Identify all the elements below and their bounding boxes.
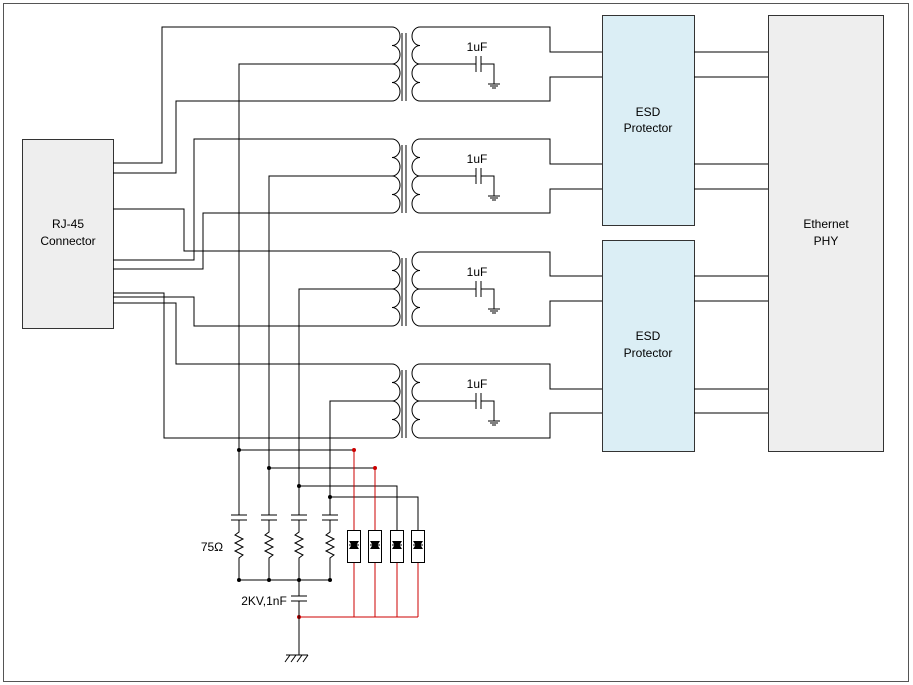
esd-top-label-line2: Protector <box>624 121 673 135</box>
tvs-diode-2 <box>368 530 382 563</box>
esd-protector-top: ESD Protector <box>602 15 695 226</box>
cap-1uF-4 <box>475 393 500 426</box>
rj45-connector-block: RJ-45 Connector <box>22 139 114 329</box>
phy-label-line1: Ethernet <box>803 217 849 231</box>
secondary-wires <box>420 26 602 439</box>
esd-to-phy-wires <box>694 51 768 414</box>
hv-cap-label: 2KV,1nF <box>241 594 287 608</box>
ethernet-phy-block: Ethernet PHY <box>768 15 884 452</box>
cap-label-1: 1uF <box>467 40 488 54</box>
cap-label-3: 1uF <box>467 265 488 279</box>
cap-label-4: 1uF <box>467 377 488 391</box>
esd-protector-bottom: ESD Protector <box>602 240 695 452</box>
esd-bottom-label-line2: Protector <box>624 346 673 360</box>
cap-1uF-2 <box>475 168 500 201</box>
diagram-frame <box>3 3 909 682</box>
esd-top-label-line1: ESD <box>636 105 661 119</box>
cap-label-2: 1uF <box>467 152 488 166</box>
tap-bus-lines <box>239 449 419 530</box>
transformer-2 <box>391 138 421 214</box>
tvs-diode-3 <box>390 530 404 563</box>
transformer-1 <box>391 26 421 102</box>
transformer-4 <box>391 363 421 439</box>
rj45-label-line1: RJ-45 <box>52 217 84 231</box>
bob-smith-termination <box>231 514 338 663</box>
cap-1uF-1 <box>475 56 500 89</box>
primary-center-taps <box>238 63 392 515</box>
rj45-label-line2: Connector <box>40 234 95 248</box>
junction-dots-bottom <box>237 578 332 582</box>
esd-bottom-label-line1: ESD <box>636 329 661 343</box>
tvs-red-wires <box>299 450 419 618</box>
tvs-diode-4 <box>411 530 425 563</box>
tvs-diode-1 <box>347 530 361 563</box>
rj45-to-transformer-wires <box>113 26 392 439</box>
transformer-3 <box>391 251 421 327</box>
cap-1uF-3 <box>475 281 500 314</box>
phy-label-line2: PHY <box>814 234 839 248</box>
resistor-label: 75Ω <box>201 540 223 554</box>
